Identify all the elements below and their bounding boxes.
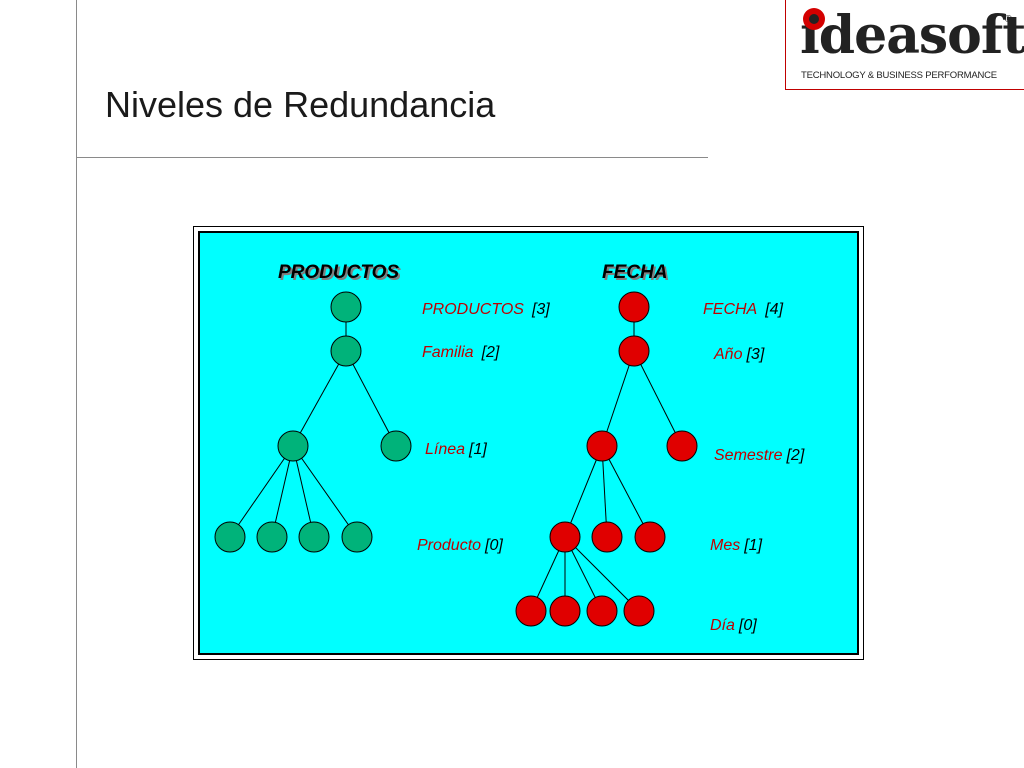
vertical-rule <box>76 0 77 768</box>
logo-tagline: TECHNOLOGY & BUSINESS PERFORMANCE <box>801 70 997 81</box>
fecha-header: FECHA <box>602 262 667 283</box>
node-producto <box>298 521 330 553</box>
level-label-semestre: Semestre[2] <box>714 447 805 464</box>
node-producto <box>256 521 288 553</box>
node-semestre <box>586 430 618 462</box>
node-dia <box>515 595 547 627</box>
productos-tree-edges <box>229 307 397 538</box>
fecha-header-shadow: FECHA <box>604 264 669 285</box>
node-mes <box>591 521 623 553</box>
node-familia <box>330 335 362 367</box>
productos-header-shadow: PRODUCTOS <box>280 264 401 285</box>
level-label-mes: Mes[1] <box>710 537 763 554</box>
horizontal-rule <box>76 157 708 158</box>
ideasoft-logo: ideasoft ® TECHNOLOGY & BUSINESS PERFORM… <box>785 0 1024 90</box>
page-title: Niveles de Redundancia <box>105 84 496 125</box>
hierarchy-diagram: PRODUCTOS PRODUCTOS FECHA FECHA <box>214 262 805 634</box>
logo-wordmark: ideasoft <box>800 5 1024 66</box>
productos-tree-nodes <box>214 291 412 553</box>
fecha-tree-nodes <box>515 291 698 627</box>
node-mes <box>634 521 666 553</box>
node-ano <box>618 335 650 367</box>
logo-registered-mark: ® <box>1004 14 1012 25</box>
level-label-ano: Año[3] <box>713 346 765 363</box>
level-label-producto: Producto[0] <box>417 537 503 554</box>
level-label-linea: Línea[1] <box>425 441 487 458</box>
node-productos-root <box>330 291 362 323</box>
hierarchy-diagram-panel: PRODUCTOS PRODUCTOS FECHA FECHA <box>193 226 864 660</box>
level-label-productos: PRODUCTOS[3] <box>422 301 550 318</box>
node-dia <box>549 595 581 627</box>
level-label-familia: Familia[2] <box>422 344 500 361</box>
node-linea <box>380 430 412 462</box>
node-mes <box>549 521 581 553</box>
node-producto <box>214 521 246 553</box>
node-linea <box>277 430 309 462</box>
level-label-fecha: FECHA[4] <box>703 301 784 318</box>
productos-header: PRODUCTOS <box>278 262 399 283</box>
node-fecha-root <box>618 291 650 323</box>
logo-dot-icon <box>803 8 825 30</box>
level-label-dia: Día[0] <box>710 617 757 634</box>
node-dia <box>586 595 618 627</box>
node-semestre <box>666 430 698 462</box>
node-dia <box>623 595 655 627</box>
node-producto <box>341 521 373 553</box>
